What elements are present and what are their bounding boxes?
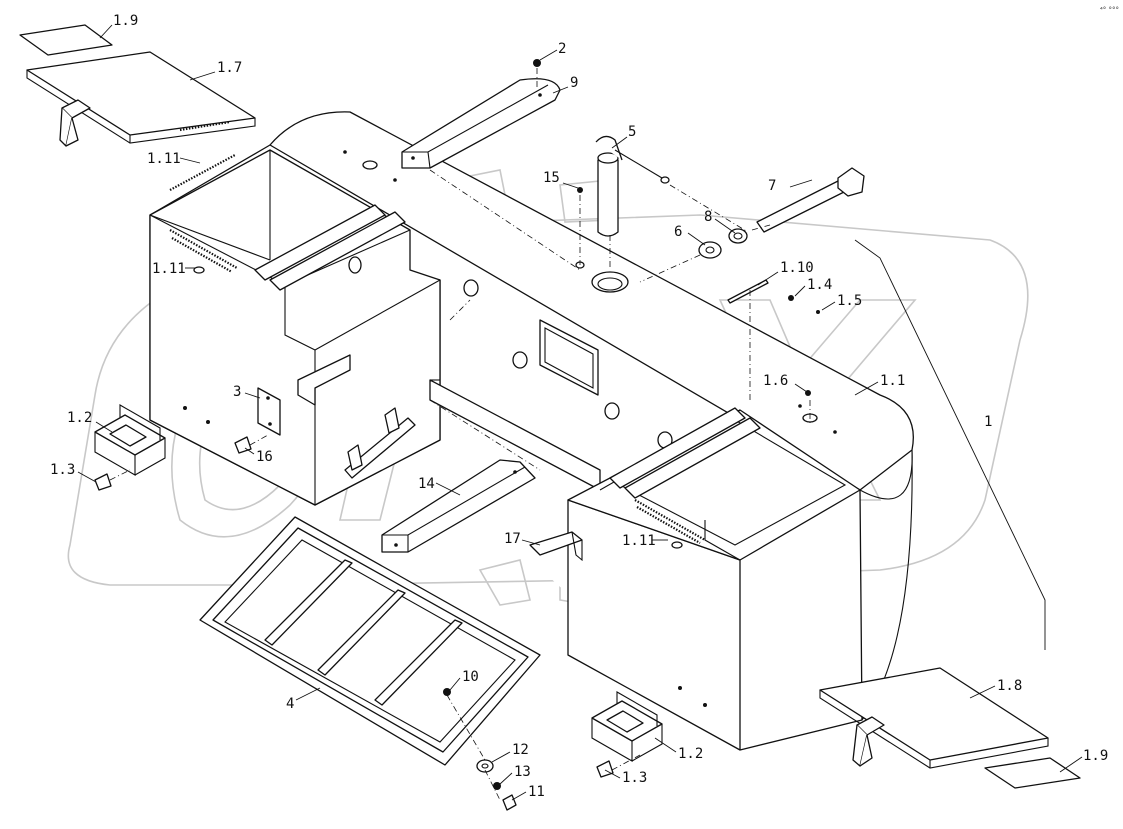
callout-16: 16 — [256, 449, 273, 465]
bracket-14 — [381, 459, 536, 553]
callout-1-11-right: 1.11 — [622, 533, 656, 549]
lid-1-8 — [819, 667, 1049, 769]
callout-15: 15 — [543, 170, 560, 186]
callout-13: 13 — [514, 764, 531, 780]
callout-11: 11 — [528, 784, 545, 800]
callout-5: 5 — [628, 124, 636, 140]
callout-labels: 1.9 1.7 2 9 5 15 7 8 6 1.11 1.11 1.10 1.… — [50, 13, 1108, 800]
callout-1-9-bottom: 1.9 — [1083, 748, 1108, 764]
lid-1-9-bottom — [984, 757, 1081, 789]
callout-1-6: 1.6 — [763, 373, 788, 389]
callout-7: 7 — [768, 178, 776, 194]
lid-1-7 — [26, 51, 256, 147]
leader-lines — [77, 24, 1083, 801]
callout-1-3-right: 1.3 — [622, 770, 647, 786]
callout-1-2-right: 1.2 — [678, 746, 703, 762]
plate-3 — [257, 354, 351, 436]
callout-14: 14 — [418, 476, 435, 492]
callout-1-11-left: 1.11 — [152, 261, 186, 277]
callout-1-5: 1.5 — [837, 293, 862, 309]
assembly-lines — [109, 68, 811, 801]
callout-10: 10 — [462, 669, 479, 685]
callout-1-4: 1.4 — [807, 277, 832, 293]
callout-1-3-left: 1.3 — [50, 462, 75, 478]
callout-9: 9 — [570, 75, 578, 91]
callout-6: 6 — [674, 224, 682, 240]
callout-12: 12 — [512, 742, 529, 758]
callout-8: 8 — [704, 209, 712, 225]
pin-5 — [595, 135, 670, 237]
callout-1-10: 1.10 — [780, 260, 814, 276]
tray-4 — [199, 516, 541, 766]
bolt-7 — [756, 167, 865, 233]
bar-9 — [401, 78, 561, 169]
washers — [698, 228, 769, 304]
counterweight-body — [149, 111, 914, 751]
callout-1-9-top: 1.9 — [113, 13, 138, 29]
latch-plates — [344, 407, 583, 562]
foot-1-2-left — [94, 404, 166, 476]
lid-1-9-top — [19, 24, 113, 56]
callout-1-1: 1.1 — [880, 373, 905, 389]
callout-3: 3 — [233, 384, 241, 400]
callout-2: 2 — [558, 41, 566, 57]
callout-1-8: 1.8 — [997, 678, 1022, 694]
callout-4: 4 — [286, 696, 294, 712]
callout-1-2-left: 1.2 — [67, 410, 92, 426]
rails — [169, 154, 761, 549]
corner-mark: ⁴° °°° — [1100, 6, 1119, 14]
callout-1: 1 — [984, 414, 992, 430]
foot-1-2-right — [591, 691, 663, 762]
callout-1-7: 1.7 — [217, 60, 242, 76]
callout-17: 17 — [504, 531, 521, 547]
callout-1-11-top: 1.11 — [147, 151, 181, 167]
